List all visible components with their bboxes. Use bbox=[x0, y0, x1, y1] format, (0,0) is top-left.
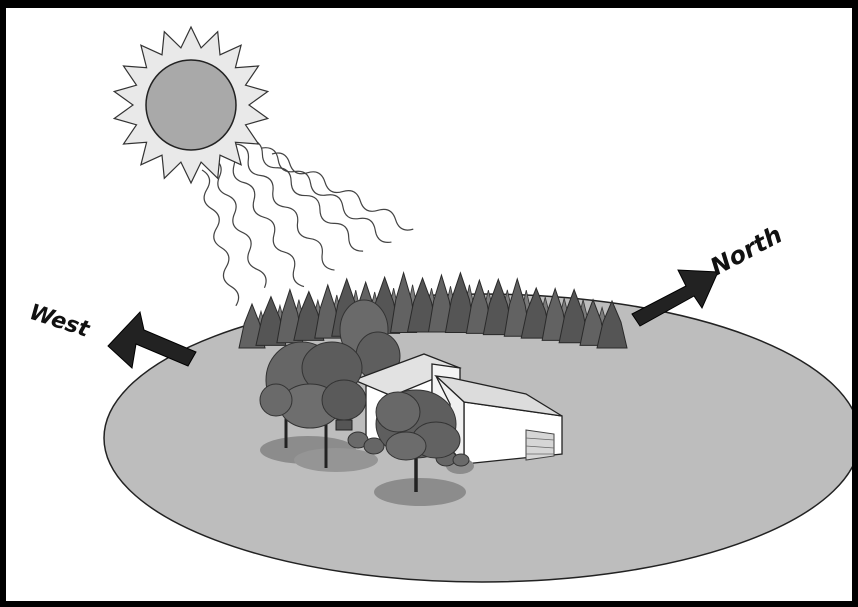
sun-icon bbox=[114, 27, 268, 183]
arrow-west-icon bbox=[108, 312, 196, 368]
north-label: North bbox=[706, 220, 787, 281]
west-label: West bbox=[26, 300, 94, 343]
site-orientation-diagram: West North bbox=[6, 8, 852, 601]
diagram-frame: West North bbox=[6, 8, 852, 601]
